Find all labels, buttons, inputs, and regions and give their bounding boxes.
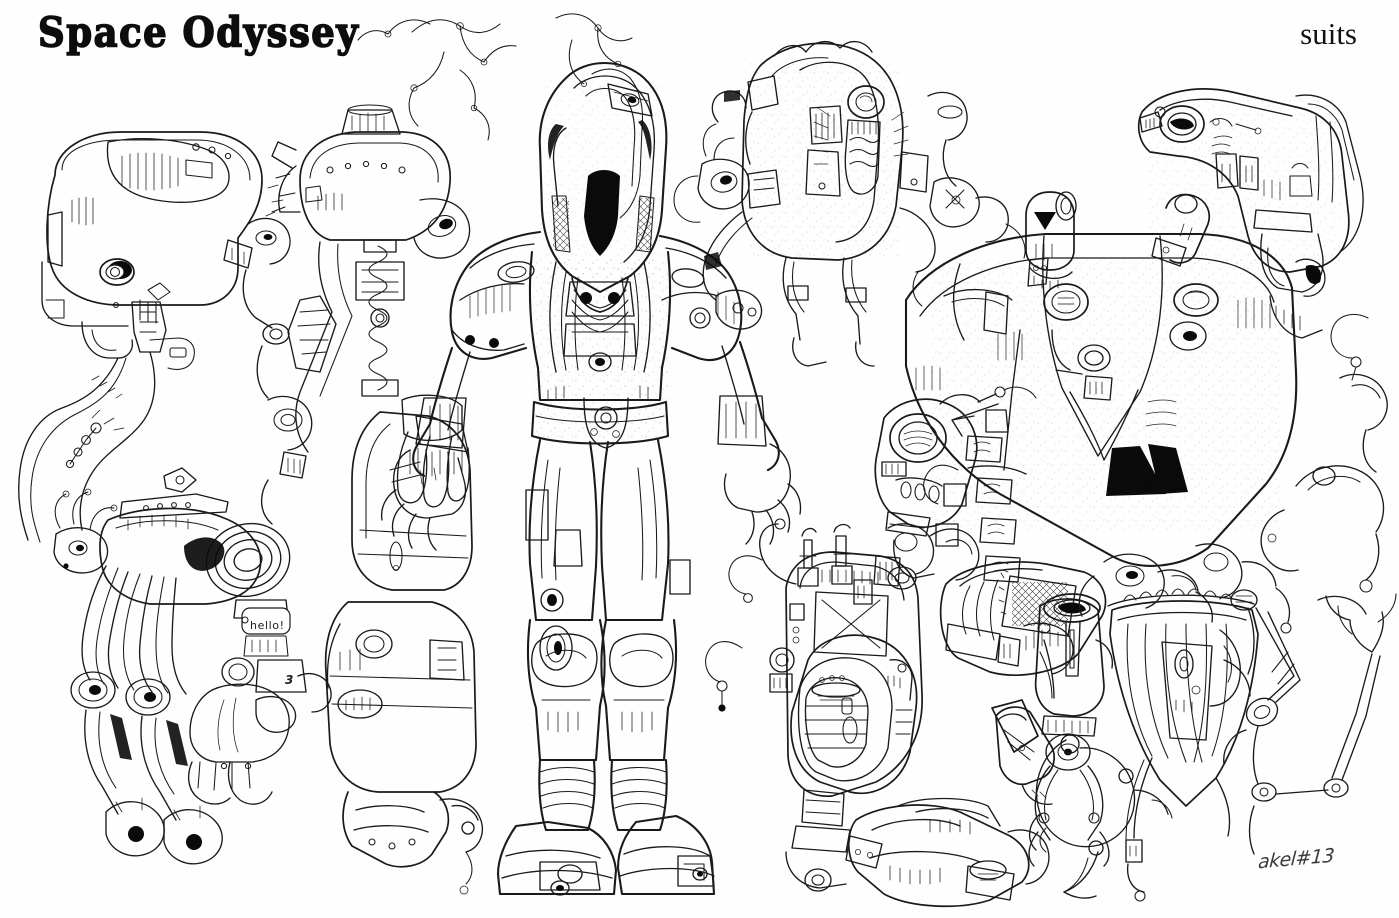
panel-shoulder-pauldron	[874, 191, 1298, 583]
panel-life-support-top	[673, 41, 1026, 367]
panel-helmet-side-profile	[18, 131, 284, 543]
panel-leg-greaves	[324, 394, 573, 895]
panel-visor-vent	[939, 561, 1114, 867]
panel-arm-piston-cluster	[271, 13, 633, 453]
inline-label-hello: hello!	[250, 619, 285, 632]
page-title: Space Odyssey	[37, 7, 360, 57]
panel-loose-parts	[991, 373, 1397, 899]
panel-skirt-armour	[1107, 588, 1259, 902]
panel-backpack-lower	[759, 518, 1050, 908]
inline-label-part-number: 3	[285, 673, 294, 687]
page-subtitle: suits	[1300, 16, 1357, 51]
panel-small-floating-details	[223, 173, 1369, 712]
panel-main-figure	[380, 61, 802, 896]
panel-gauntlet-hand	[53, 467, 332, 865]
panel-upper-arm-right	[1137, 88, 1364, 339]
